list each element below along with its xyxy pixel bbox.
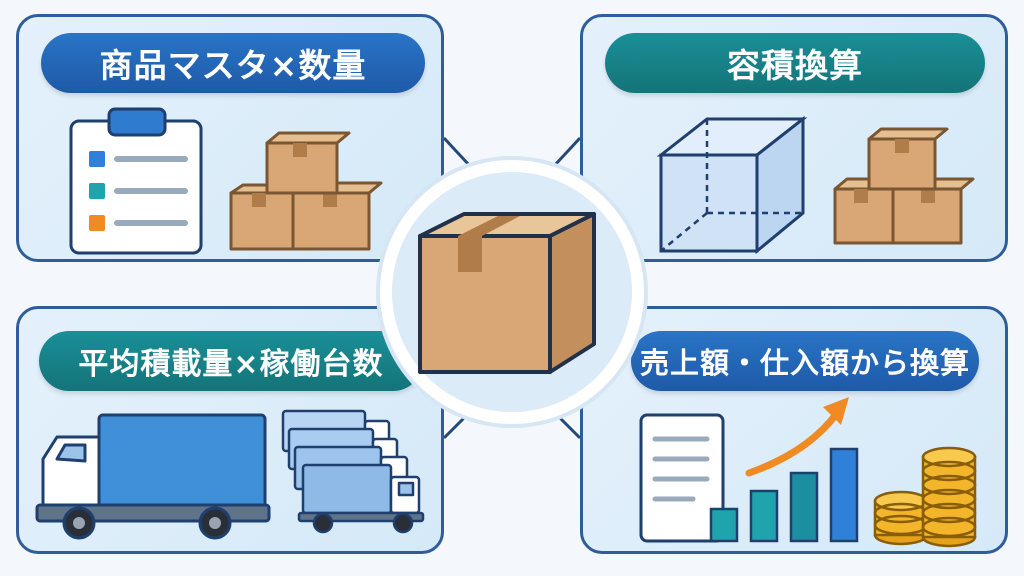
- panel-sales-purchase-conversion: 売上額・仕入額から換算: [580, 306, 1008, 554]
- truck-icon: [35, 413, 271, 540]
- panel-title: 商品マスタ×数量: [41, 33, 425, 93]
- truck-fleet-icon: [281, 409, 425, 534]
- panel-average-load-operating-vehicles: 平均積載量×稼働台数: [16, 306, 444, 554]
- document-icon: [639, 413, 725, 543]
- panel-title: 容積換算: [605, 33, 985, 93]
- panel-title: 売上額・仕入額から換算: [631, 331, 979, 391]
- bar-chart-icon: [709, 447, 859, 543]
- panel-art: [639, 397, 977, 548]
- panel-product-master-quantity: 商品マスタ×数量: [16, 14, 444, 262]
- panel-art: [35, 409, 425, 540]
- box-stack-icon: [229, 131, 383, 251]
- trend-arrow-icon: [745, 397, 849, 477]
- panel-art: [69, 107, 383, 255]
- box-stack-icon: [833, 127, 975, 245]
- panel-volume-conversion: 容積換算: [580, 14, 1008, 262]
- clipboard-icon: [69, 107, 203, 255]
- coin-stack-icon: [873, 446, 977, 548]
- panel-title: 平均積載量×稼働台数: [39, 331, 423, 391]
- cube-outline-icon: [656, 115, 808, 255]
- center-box-hub: [376, 156, 648, 428]
- cardboard-box-icon: [418, 212, 596, 374]
- panel-art: [656, 115, 975, 255]
